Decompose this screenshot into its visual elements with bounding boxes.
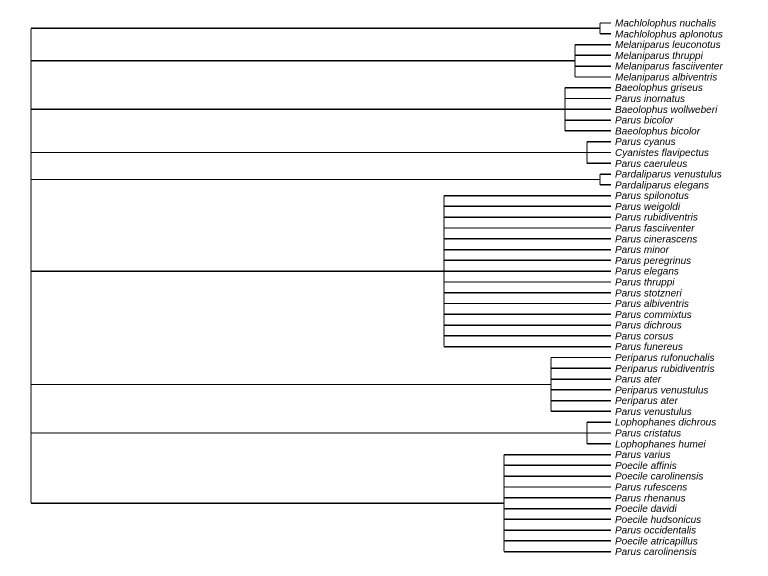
taxon-label: Parus varius [615, 450, 671, 461]
taxon-label: Poecile carolinensis [615, 472, 703, 483]
taxon-label: Parus venustulus [615, 407, 692, 418]
taxon-label: Lophophanes dichrous [615, 418, 716, 429]
taxon-label: Baeolophus bicolor [615, 126, 701, 137]
taxon-label: Periparus venustulus [615, 385, 708, 396]
taxon-label: Parus stotzneri [615, 288, 682, 299]
taxon-label: Lophophanes humei [615, 439, 706, 450]
taxon-label: Periparus ater [615, 396, 678, 407]
taxon-label: Pardaliparus venustulus [615, 170, 722, 181]
taxon-label: Parus weigoldi [615, 202, 681, 213]
taxon-label: Parus funereus [615, 342, 683, 353]
taxon-label: Poecile affinis [615, 461, 677, 472]
taxon-label: Parus bicolor [615, 116, 674, 127]
taxon-label: Baeolophus griseus [615, 83, 703, 94]
taxon-label: Periparus rubidiventris [615, 364, 715, 375]
taxon-label: Parus inornatus [615, 94, 685, 105]
taxon-label: Pardaliparus elegans [615, 180, 709, 191]
taxon-label: Poecile hudsonicus [615, 515, 701, 526]
taxon-label: Periparus rufonuchalis [615, 353, 715, 364]
taxon-label: Melaniparus fasciiventer [615, 62, 723, 73]
taxon-label: Parus thruppi [615, 277, 675, 288]
taxon-label: Parus spilonotus [615, 191, 689, 202]
taxon-label: Parus carolinensis [615, 547, 697, 558]
taxon-label: Poecile davidi [615, 504, 677, 515]
taxon-label: Parus rubidiventris [615, 213, 698, 224]
taxon-label: Baeolophus wollweberi [615, 105, 718, 116]
taxon-label: Parus caeruleus [615, 159, 687, 170]
taxon-label: Cyanistes flavipectus [615, 148, 709, 159]
taxon-label: Parus cinerascens [615, 234, 697, 245]
taxon-label: Parus elegans [615, 267, 679, 278]
taxon-label: Machlolophus aplonotus [615, 29, 723, 40]
taxon-label: Melaniparus leuconotus [615, 40, 721, 51]
taxon-label: Parus commixtus [615, 310, 692, 321]
taxon-label: Melaniparus albiventris [615, 72, 717, 83]
taxon-label: Parus dichrous [615, 321, 682, 332]
taxon-label: Parus cyanus [615, 137, 676, 148]
taxon-label: Parus fasciiventer [615, 224, 695, 235]
taxon-label: Machlolophus nuchalis [615, 19, 716, 30]
taxon-label: Parus albiventris [615, 299, 689, 310]
taxon-label: Poecile atricapillus [615, 536, 698, 547]
taxon-label: Parus occidentalis [615, 526, 696, 537]
taxon-label: Parus rufescens [615, 482, 687, 493]
taxon-label: Parus rhenanus [615, 493, 686, 504]
taxon-label: Parus cristatus [615, 429, 681, 440]
taxon-label: Parus peregrinus [615, 256, 691, 267]
taxon-label: Melaniparus thruppi [615, 51, 704, 62]
taxon-label: Parus minor [615, 245, 670, 256]
taxon-label: Parus corsus [615, 331, 673, 342]
taxon-label: Parus ater [615, 375, 662, 386]
